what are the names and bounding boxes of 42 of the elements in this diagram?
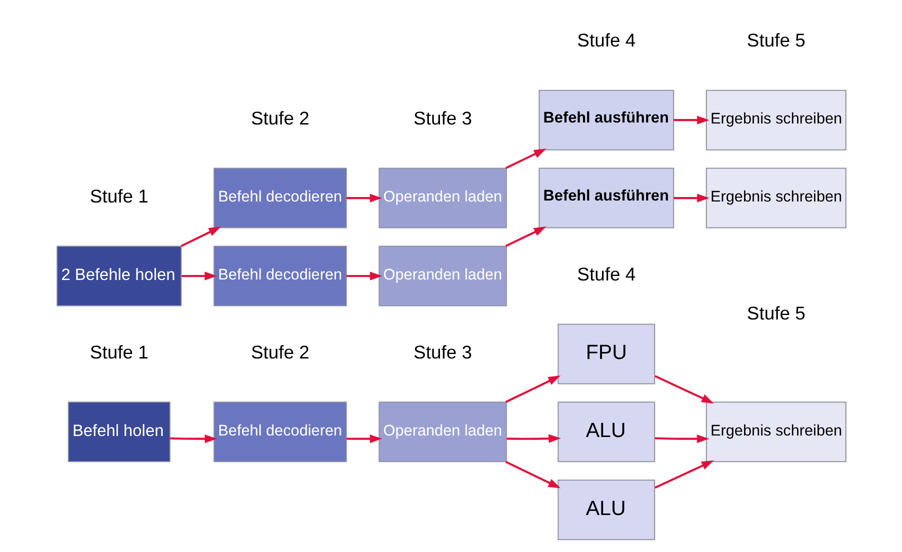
node-box: Ergebnis schreiben (705, 168, 846, 228)
node-box: 2 Befehle holen (56, 246, 182, 306)
node-box: ALU (557, 480, 655, 540)
node-box: Ergebnis schreiben (705, 402, 846, 462)
arrow (654, 434, 709, 444)
arrow (654, 460, 714, 489)
arrow (180, 226, 221, 247)
node-box: Operanden laden (378, 246, 506, 306)
label: Stufe 3 (413, 341, 472, 362)
node-box: Befehl decodieren (213, 402, 346, 462)
arrow (346, 434, 382, 444)
arrow (504, 226, 546, 247)
label: Stufe 5 (746, 30, 805, 51)
node-box: Befehl decodieren (213, 168, 346, 228)
arrow (504, 376, 560, 403)
arrow (346, 272, 382, 280)
arrow (346, 194, 382, 202)
label: Stufe 5 (746, 302, 805, 324)
label: Stufe 3 (413, 108, 472, 129)
node-box: Operanden laden (378, 168, 506, 228)
arrow (504, 148, 546, 170)
label: Stufe 4 (576, 264, 636, 285)
node-box: Befehl ausführen (538, 90, 674, 150)
arrow (673, 194, 709, 202)
label: Stufe 4 (576, 30, 636, 51)
label: Stufe 2 (250, 108, 309, 129)
node-box: Befehl decodieren (213, 246, 346, 306)
arrow (504, 460, 560, 488)
arrow (170, 434, 217, 444)
label: Stufe 1 (89, 341, 148, 362)
node-box: ALU (557, 402, 655, 462)
node-box: Operanden laden (378, 402, 506, 462)
arrow (181, 272, 217, 280)
node-box: FPU (557, 324, 655, 384)
arrow (654, 375, 714, 404)
node-box: Befehl holen (67, 402, 170, 462)
node-box: Befehl ausführen (538, 168, 674, 228)
arrow (673, 116, 709, 124)
label: Stufe 2 (250, 341, 309, 362)
arrow (506, 434, 560, 443)
label: Stufe 1 (89, 186, 148, 207)
node-box: Ergebnis schreiben (705, 90, 846, 150)
